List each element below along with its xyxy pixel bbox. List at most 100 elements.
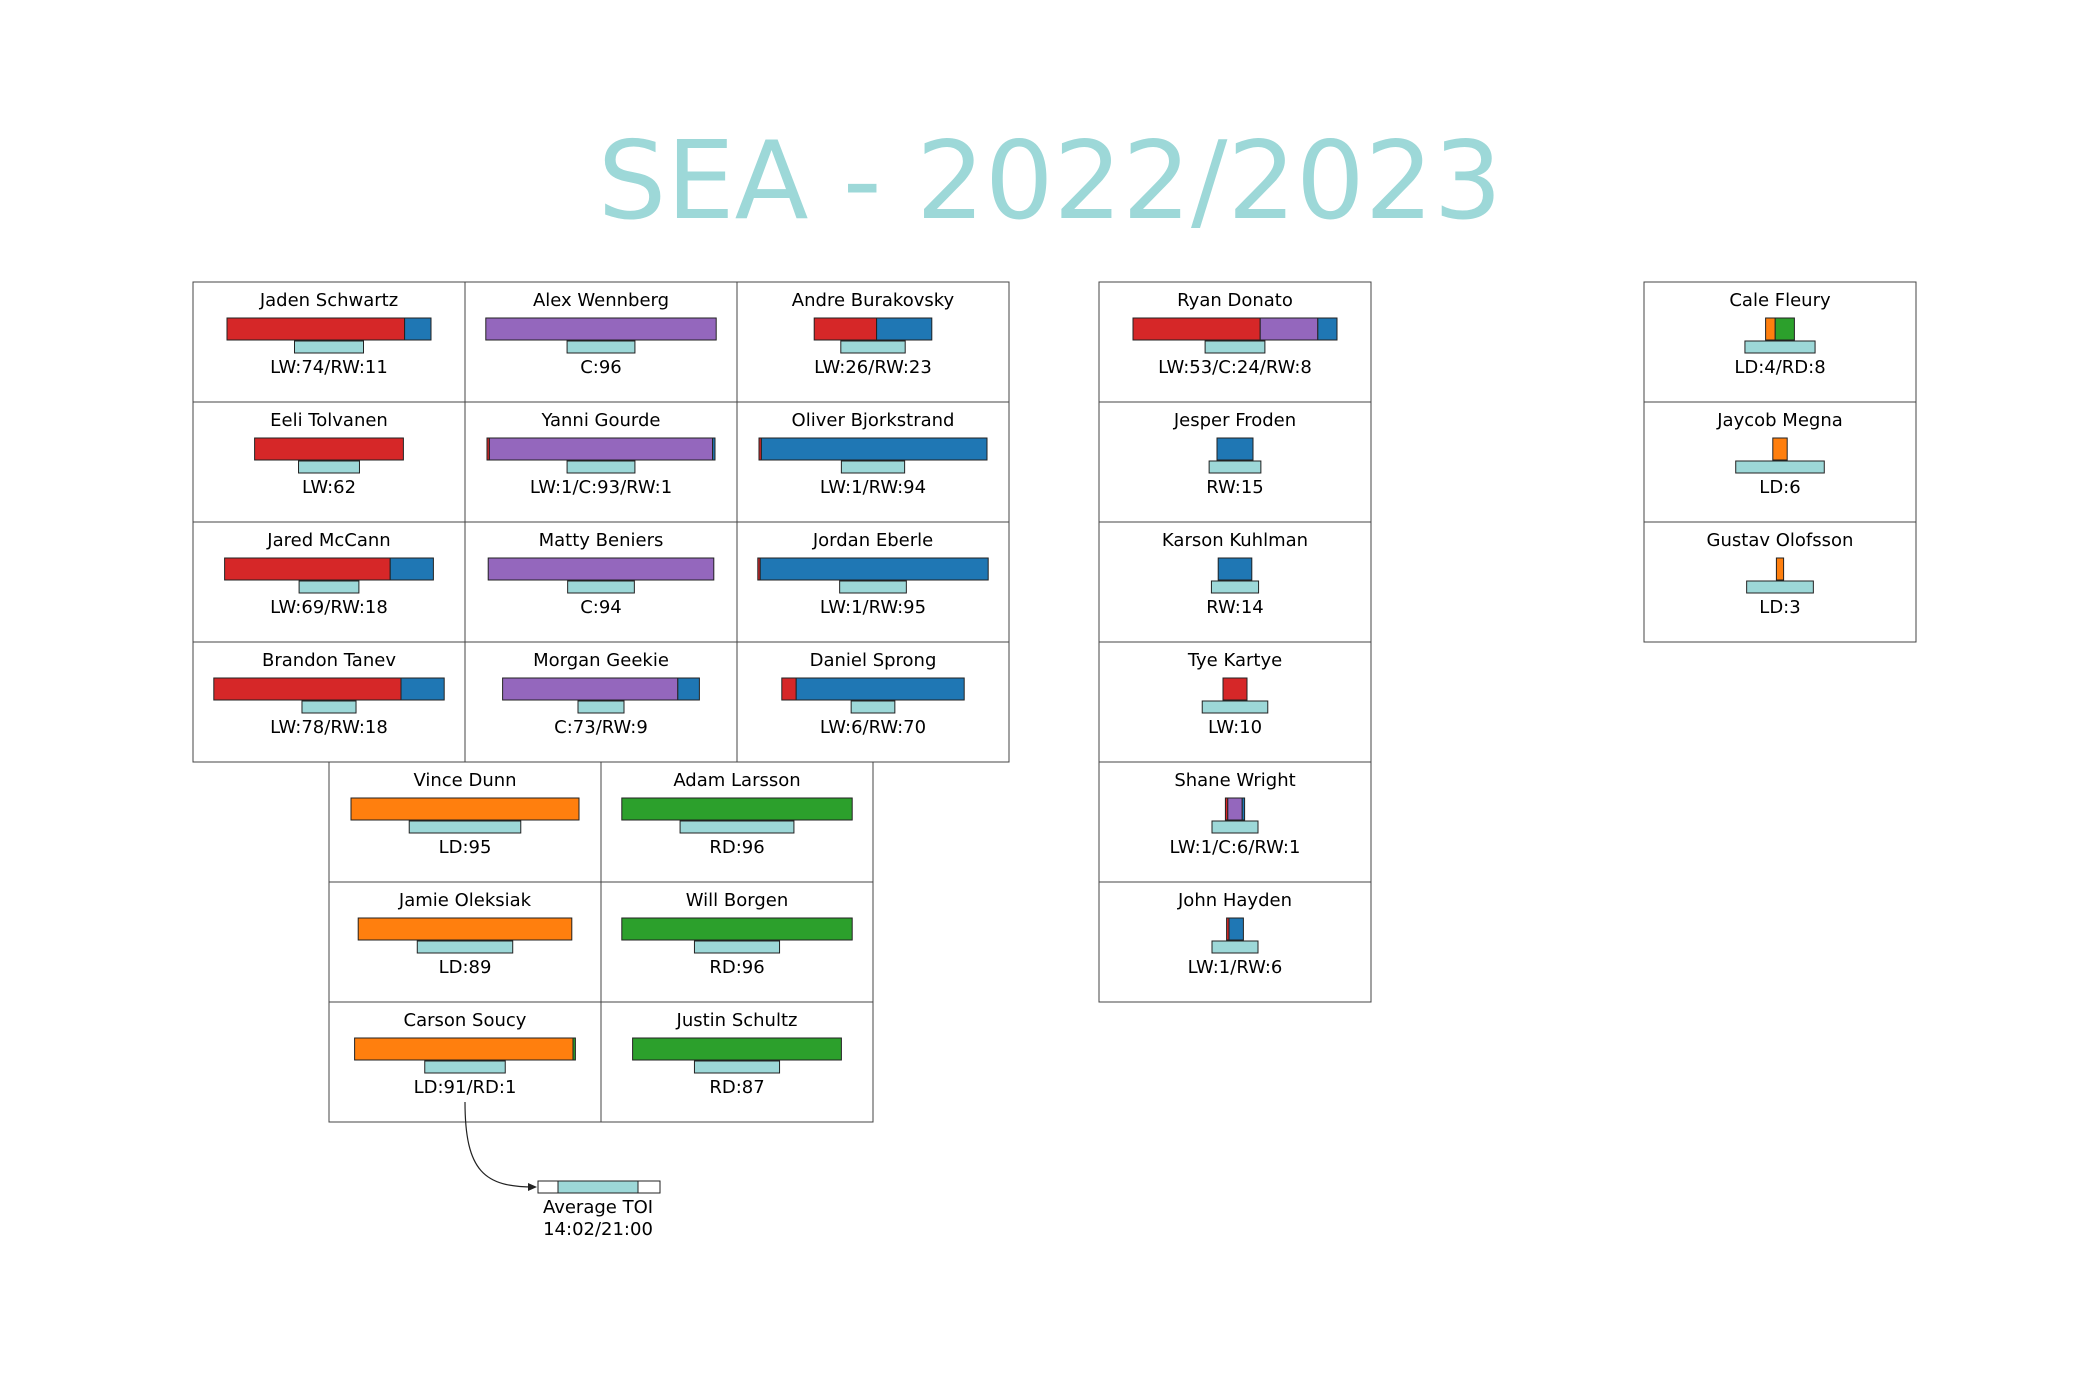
player-name: Adam Larsson: [673, 770, 800, 791]
games-bar-c: [502, 677, 679, 701]
games-bar-rw: [1317, 317, 1338, 341]
games-bar-lw: [226, 317, 406, 341]
toi-bar: [679, 820, 795, 834]
games-bar-c: [488, 437, 714, 461]
toi-bar: [298, 460, 360, 474]
games-bar-rw: [1217, 557, 1253, 581]
toi-bar: [577, 700, 625, 714]
toi-bar: [567, 580, 635, 594]
arrow-head: [528, 1183, 537, 1191]
toi-bar: [693, 940, 781, 954]
position-games-label: RD:96: [709, 957, 764, 978]
toi-legend-bar: [557, 1180, 639, 1194]
position-games-label: LD:4/RD:8: [1734, 357, 1825, 378]
toi-bar: [294, 340, 364, 354]
games-bar-rw: [712, 437, 716, 461]
toi-bar: [840, 340, 906, 354]
toi-legend-value: 14:02/21:00: [543, 1219, 653, 1240]
toi-bar: [566, 460, 636, 474]
player-name: Vince Dunn: [413, 770, 516, 791]
games-bar-lw: [781, 677, 797, 701]
toi-bar: [1201, 700, 1269, 714]
player-name: Andre Burakovsky: [792, 290, 955, 311]
position-games-label: LW:62: [302, 477, 356, 498]
games-bar-ld: [1772, 437, 1788, 461]
toi-bar: [1744, 340, 1816, 354]
games-bar-rw: [677, 677, 700, 701]
position-games-label: LW:74/RW:11: [270, 357, 388, 378]
games-bar-rw: [760, 437, 988, 461]
toi-bar: [1746, 580, 1814, 594]
player-name: Daniel Sprong: [810, 650, 937, 671]
games-bar-lw: [813, 317, 878, 341]
toi-bar: [298, 580, 360, 594]
toi-bar: [693, 1060, 781, 1074]
games-bar-rw: [404, 317, 432, 341]
player-name: Jamie Oleksiak: [398, 890, 532, 911]
player-name: Matty Beniers: [539, 530, 664, 551]
games-bar-rw: [759, 557, 989, 581]
position-games-label: C:96: [580, 357, 622, 378]
player-name: John Hayden: [1177, 890, 1292, 911]
games-bar-c: [1227, 797, 1243, 821]
position-games-label: LD:89: [439, 957, 492, 978]
toi-bar: [1735, 460, 1825, 474]
chart-title: SEA - 2022/2023: [597, 119, 1503, 244]
games-bar-rd: [572, 1037, 576, 1061]
games-bar-lw: [254, 437, 404, 461]
games-bar-rw: [876, 317, 933, 341]
toi-legend-arrow: [464, 1101, 535, 1188]
player-name: Alex Wennberg: [533, 290, 669, 311]
position-games-label: LW:1/C:6/RW:1: [1170, 837, 1301, 858]
player-name: Justin Schultz: [676, 1010, 798, 1031]
player-name: Shane Wright: [1174, 770, 1295, 791]
toi-bar: [416, 940, 514, 954]
games-bar-rw: [389, 557, 434, 581]
toi-bar: [1204, 340, 1266, 354]
position-games-label: LW:10: [1208, 717, 1262, 738]
games-bar-rw: [1228, 917, 1244, 941]
player-name: Brandon Tanev: [262, 650, 396, 671]
player-name: Cale Fleury: [1729, 290, 1831, 311]
toi-bar: [1211, 820, 1259, 834]
toi-bar: [839, 580, 907, 594]
games-bar-rd: [621, 797, 853, 821]
games-bar-ld: [1765, 317, 1776, 341]
position-games-label: RD:96: [709, 837, 764, 858]
position-games-label: LW:69/RW:18: [270, 597, 388, 618]
position-games-label: RW:15: [1206, 477, 1264, 498]
player-name: Jaden Schwartz: [259, 290, 398, 311]
player-name: Yanni Gourde: [540, 410, 660, 431]
position-games-label: LD:91/RD:1: [414, 1077, 517, 1098]
toi-bar: [301, 700, 357, 714]
position-games-label: RD:87: [709, 1077, 764, 1098]
player-name: Eeli Tolvanen: [270, 410, 388, 431]
toi-bar: [1211, 940, 1259, 954]
position-games-label: RW:14: [1206, 597, 1264, 618]
games-bar-rd: [632, 1037, 842, 1061]
games-bar-rd: [621, 917, 853, 941]
position-games-label: LW:1/RW:6: [1188, 957, 1283, 978]
player-name: Jordan Eberle: [812, 530, 933, 551]
player-name: Jesper Froden: [1173, 410, 1296, 431]
toi-bar: [408, 820, 522, 834]
games-bar-c: [487, 557, 715, 581]
position-games-label: LW:53/C:24/RW:8: [1158, 357, 1312, 378]
games-bar-rw: [795, 677, 965, 701]
games-bar-ld: [1775, 557, 1785, 581]
games-bar-c: [1259, 317, 1319, 341]
games-bar-lw: [224, 557, 391, 581]
games-bar-lw: [1132, 317, 1261, 341]
player-name: Jared McCann: [266, 530, 390, 551]
player-name: Morgan Geekie: [533, 650, 669, 671]
player-name: Jaycob Megna: [1716, 410, 1843, 431]
player-name: Will Borgen: [686, 890, 788, 911]
position-games-label: LD:95: [439, 837, 492, 858]
player-name: Karson Kuhlman: [1162, 530, 1308, 551]
toi-bar: [1210, 580, 1260, 594]
toi-bar: [424, 1060, 506, 1074]
games-bar-c: [485, 317, 717, 341]
position-games-label: LD:3: [1759, 597, 1800, 618]
toi-legend-label: Average TOI: [543, 1197, 653, 1218]
